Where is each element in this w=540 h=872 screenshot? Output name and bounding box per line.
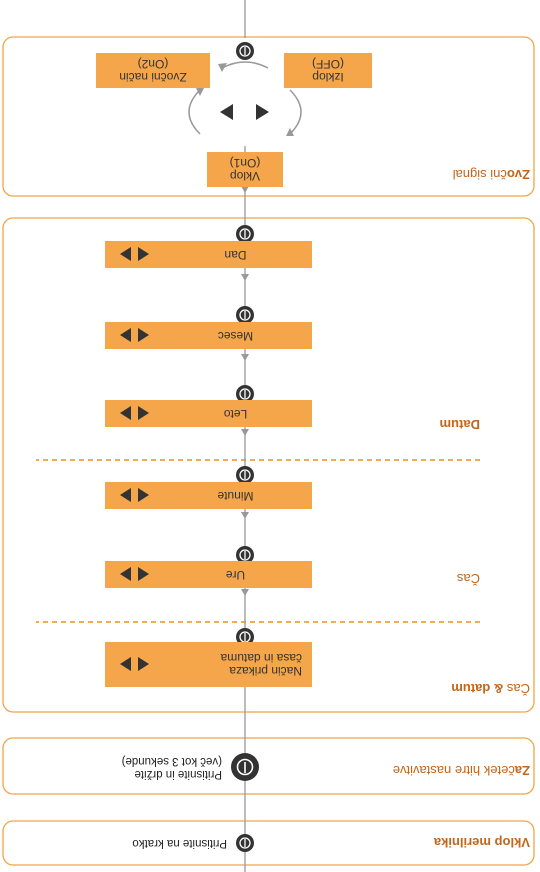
section-title-vklop: Vklop merilnika <box>433 835 530 850</box>
cycle-arc-left <box>289 89 302 135</box>
power-button-icon[interactable] <box>236 628 254 646</box>
flow-arrow <box>241 589 249 596</box>
arrow-left-right-icon <box>105 488 159 503</box>
box-dan: Dan <box>105 241 312 268</box>
power-button-icon[interactable] <box>236 834 254 852</box>
arrow-left-right-icon <box>105 406 159 421</box>
box-ure: Ure <box>105 561 312 588</box>
note-short-press: Pritisnite na kratko <box>132 837 227 849</box>
flow-arrow <box>241 186 249 193</box>
arrow-left-right-icon <box>105 328 159 343</box>
arrow-left-right-icon <box>105 657 159 672</box>
note-long-press: Pritisnite in držite(več kot 3 sekunde) <box>121 755 222 780</box>
cycle-arc-right <box>188 89 201 135</box>
flow-arrow <box>241 274 249 281</box>
section-title-cas-datum: Čas & datum <box>451 681 530 696</box>
cycle-arrow <box>196 88 204 96</box>
arrow-left-icon <box>256 104 269 120</box>
flow-arrow <box>241 512 249 519</box>
arrow-left-right-icon <box>105 567 159 582</box>
section-cas-datum-frame <box>2 217 535 713</box>
box-izklop-off: Izklop(OFF) <box>284 53 372 88</box>
subsection-datum: Datum <box>439 417 480 432</box>
flow-arrow <box>241 354 249 361</box>
power-button-icon[interactable] <box>236 42 254 60</box>
power-button-large-icon[interactable] <box>231 753 259 781</box>
section-zvocni-frame <box>2 36 535 197</box>
power-button-icon[interactable] <box>236 306 254 324</box>
arrow-right-icon <box>220 104 233 120</box>
flow-arrow <box>241 429 249 436</box>
box-vklop-on1: Vklop(On1) <box>207 152 283 187</box>
cycle-arrow <box>218 63 227 72</box>
section-zacetek-frame <box>2 737 535 795</box>
section-title-zvocni: Zvočni signal <box>452 167 530 182</box>
cycle-arrow <box>286 128 294 136</box>
power-button-icon[interactable] <box>236 466 254 484</box>
power-button-icon[interactable] <box>236 225 254 243</box>
arrow-left-right-icon <box>105 247 159 262</box>
cycle-arc-top <box>221 61 269 69</box>
power-button-icon[interactable] <box>236 546 254 564</box>
box-mesec: Mesec <box>105 322 312 349</box>
power-button-icon[interactable] <box>236 385 254 403</box>
section-title-zacetek: Začetek hitre nastavitve <box>392 763 530 778</box>
box-minute: Minute <box>105 482 312 509</box>
box-zvocni-on2: Zvočni način(On2) <box>96 53 210 88</box>
subsection-cas: Čas <box>456 571 480 586</box>
section-vklop-frame <box>2 820 535 866</box>
box-leto: Leto <box>105 400 312 427</box>
